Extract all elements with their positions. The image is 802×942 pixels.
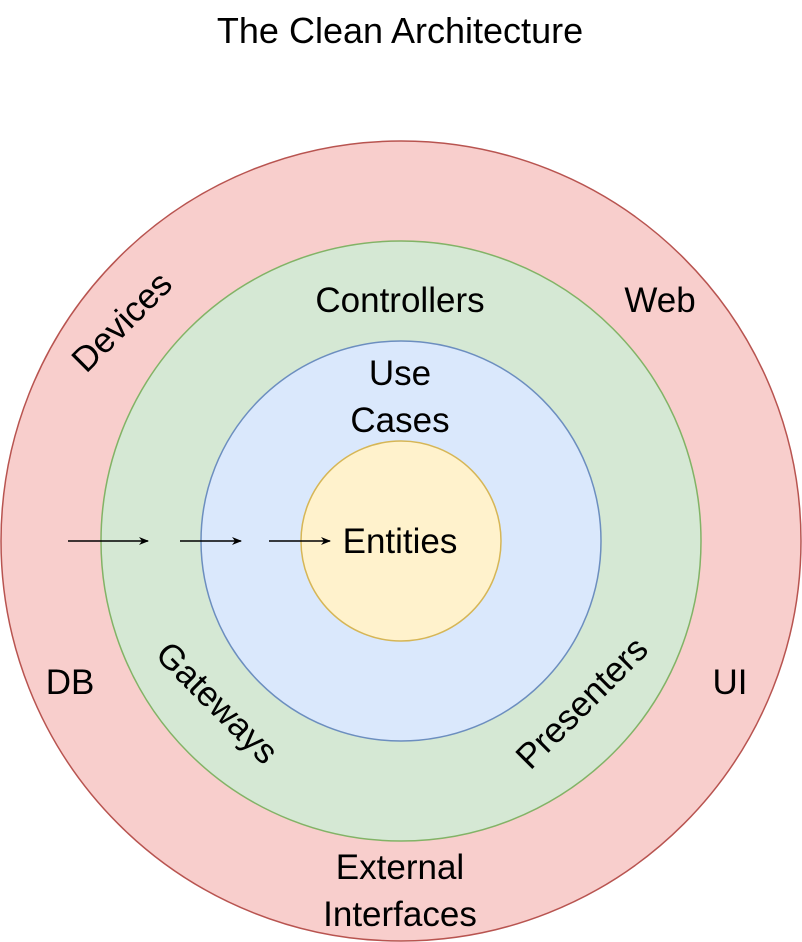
frameworks-drivers-ring-border: [0, 140, 802, 942]
label-web: Web: [624, 281, 695, 320]
diagram-title: The Clean Architecture: [217, 10, 583, 51]
label-controllers: Controllers: [315, 281, 484, 320]
label-ui: UI: [713, 663, 748, 702]
label-entities: Entities: [343, 522, 458, 561]
label-use: Use: [369, 354, 431, 393]
label-cases: Cases: [350, 401, 449, 440]
label-interfaces: Interfaces: [323, 895, 477, 934]
label-external: External: [336, 848, 464, 887]
label-db: DB: [46, 663, 95, 702]
entities-core: [301, 441, 501, 641]
